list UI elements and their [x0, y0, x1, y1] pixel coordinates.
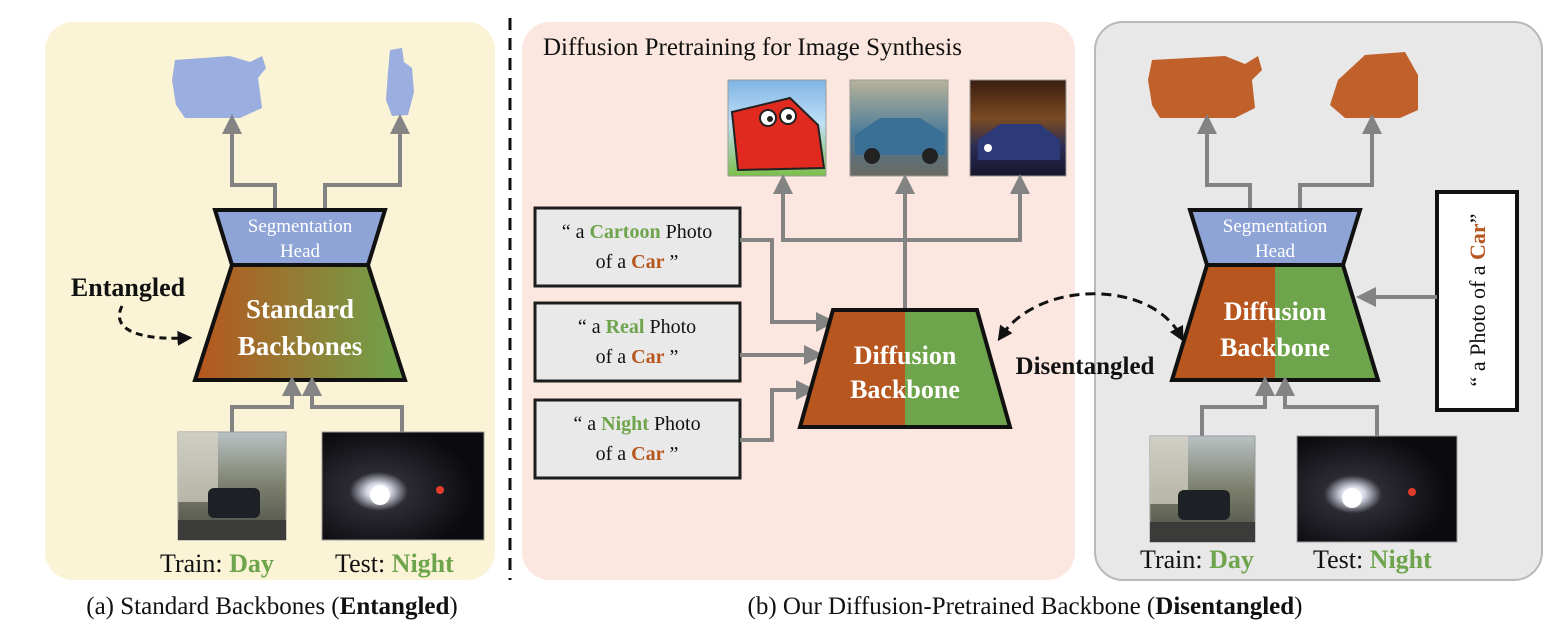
train-day-image-a: [177, 431, 287, 541]
caption-a: (a) Standard Backbones (Entangled): [86, 593, 457, 620]
arrow-c-left-up: [1197, 114, 1252, 210]
test-night-image-c: [1296, 435, 1458, 543]
prompt-c-text: “ a Photo of a Car”: [1465, 214, 1490, 387]
prompt-box-cartoon: “ a Cartoon Photo of a Car ”: [533, 206, 742, 288]
train-label-a: Train: Day: [160, 549, 274, 578]
standard-backbone-line2: Backbones: [238, 331, 363, 361]
arrow-c-day-up: [1200, 376, 1275, 436]
prompt-box-night: “ a Night Photo of a Car ”: [533, 398, 742, 480]
diffusion-backbone-c-line2: Backbone: [1220, 333, 1330, 362]
svg-text:of a Car ”: of a Car ”: [596, 346, 679, 368]
arrow-c-night-up: [1275, 376, 1379, 436]
segmentation-mask-c2: [1330, 52, 1418, 118]
head-a-line1: Segmentation: [248, 216, 353, 237]
diffusion-backbone-c: [1169, 263, 1381, 382]
disentangled-arrow: [997, 292, 1184, 342]
train-label-c: Train: Day: [1140, 545, 1254, 574]
arrow-prompt-cartoon: [740, 238, 836, 332]
caption-b: (b) Our Diffusion-Pretrained Backbone (D…: [748, 593, 1303, 620]
train-day-image-c: [1149, 435, 1256, 543]
svg-text:“ a Real Photo: “ a Real Photo: [578, 316, 696, 338]
svg-text:“ a Cartoon Photo: “ a Cartoon Photo: [562, 221, 713, 243]
head-a-line2: Head: [280, 241, 321, 262]
real-car-image: [849, 79, 949, 177]
arrow-prompt-night: [740, 380, 816, 442]
segmentation-mask-a2: [386, 48, 414, 116]
svg-text:of a Car ”: of a Car ”: [596, 251, 679, 273]
cartoon-car-image: [727, 79, 827, 177]
diffusion-backbone-b: [797, 308, 1013, 429]
test-night-image-a: [321, 431, 485, 541]
diffusion-backbone-b-line2: Backbone: [850, 375, 960, 404]
night-car-image: [969, 79, 1067, 177]
segmentation-mask-c1: [1148, 56, 1262, 118]
svg-text:of a Car ”: of a Car ”: [596, 443, 679, 465]
prompt-box-real: “ a Real Photo of a Car ”: [533, 301, 742, 383]
panel-b-title: Diffusion Pretraining for Image Synthesi…: [543, 34, 962, 61]
arrow-b-to-night: [905, 174, 1030, 242]
arrow-a-right-up: [323, 114, 410, 210]
standard-backbone: [192, 263, 408, 382]
arrow-a-day-up: [230, 376, 302, 432]
diffusion-backbone-c-line1: Diffusion: [1224, 297, 1327, 326]
svg-text:“ a Night Photo: “ a Night Photo: [573, 413, 700, 435]
arrow-a-night-up: [302, 376, 404, 432]
prompt-box-c: [1435, 190, 1519, 412]
disentangled-label: Disentangled: [1016, 353, 1155, 380]
test-label-a: Test: Night: [335, 549, 454, 578]
arrow-c-right-up: [1298, 114, 1382, 210]
test-label-c: Test: Night: [1313, 545, 1432, 574]
head-c-line1: Segmentation: [1223, 216, 1328, 237]
entangled-label: Entangled: [71, 273, 186, 302]
segmentation-mask-a1: [172, 56, 266, 118]
arrow-a-left-up: [222, 114, 277, 210]
diffusion-backbone-b-line1: Diffusion: [854, 341, 957, 370]
head-c-line2: Head: [1255, 241, 1296, 262]
standard-backbone-line1: Standard: [246, 294, 354, 324]
